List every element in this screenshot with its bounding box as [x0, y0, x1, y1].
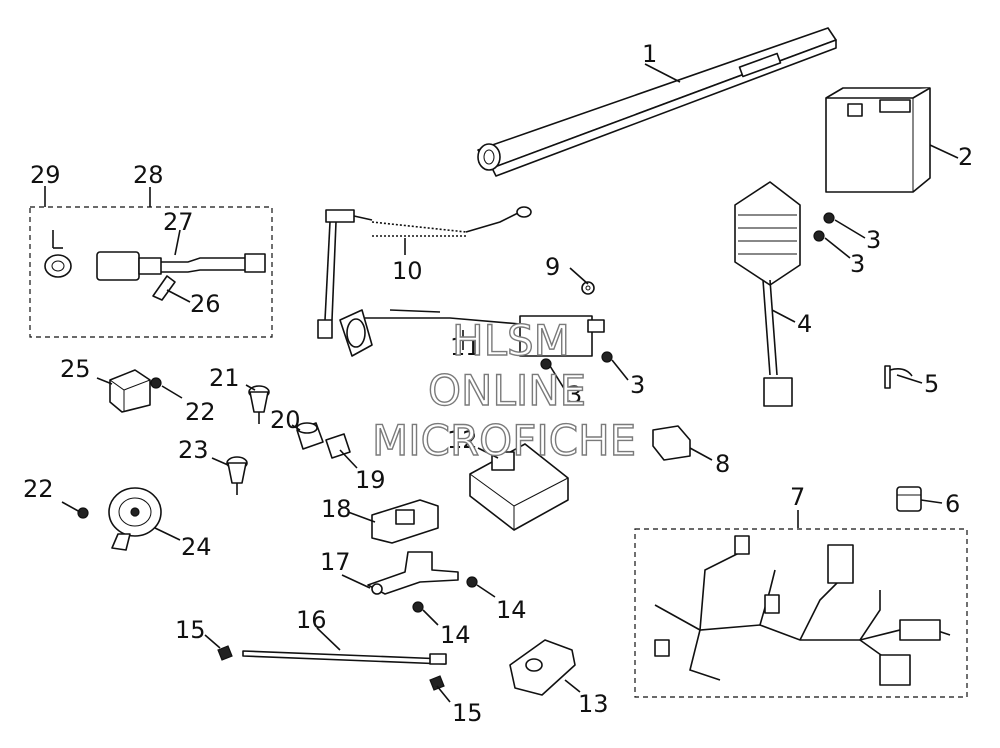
callout-16: 16: [296, 606, 327, 634]
part-19-fuse: [325, 433, 351, 459]
callout-12: 12: [447, 426, 478, 454]
callout-7: 7: [790, 483, 805, 511]
callout-13: 13: [578, 690, 609, 718]
part-6-relay: [896, 486, 922, 512]
callout-18: 18: [321, 495, 352, 523]
part-3-bolts: [540, 212, 835, 370]
part-20-fuse: [296, 422, 324, 450]
part-16-rod: [242, 650, 447, 665]
callout-22: 22: [23, 475, 54, 503]
part-27-switch: [96, 251, 266, 281]
part-1-bar: [477, 27, 837, 177]
callout-23: 23: [178, 436, 209, 464]
callout-15: 15: [452, 699, 483, 727]
callout-21: 21: [209, 364, 240, 392]
part-26-cover: [152, 275, 176, 301]
part-29-key: [44, 230, 72, 278]
callout-11: 11: [450, 333, 481, 361]
part-14-bolts: [412, 576, 478, 613]
callout-17: 17: [320, 548, 351, 576]
part-22-bolts: [77, 377, 162, 519]
part-28-group-box: [29, 206, 273, 338]
callout-10: 10: [392, 257, 423, 285]
part-4-regulator: [734, 181, 801, 407]
part-25-relay: [109, 369, 151, 413]
part-15-clips: [217, 645, 445, 691]
callout-3: 3: [866, 226, 881, 254]
part-13-clip: [509, 639, 576, 696]
watermark: HLSM ONLINE MICROFICHE: [371, 315, 637, 465]
part-23-fuse: [226, 456, 248, 495]
callout-28: 28: [133, 161, 164, 189]
part-17-bracket: [367, 551, 459, 595]
watermark-line-3: MICROFICHE: [372, 416, 636, 465]
part-2-battery: [825, 87, 931, 193]
part-10-coil-cable: [317, 206, 532, 339]
callout-3: 3: [850, 250, 865, 278]
callout-4: 4: [797, 310, 812, 338]
callout-3: 3: [567, 381, 582, 409]
callout-22: 22: [185, 398, 216, 426]
part-11-socket: [339, 309, 605, 357]
callouts: 1 2 3 3 3 3 4 5 6 7 8 9 10 11 12 13 14 1…: [23, 40, 973, 727]
watermark-line-2: ONLINE: [428, 366, 586, 415]
callout-29: 29: [30, 161, 61, 189]
part-21-fuse: [248, 385, 270, 424]
callout-27: 27: [163, 208, 194, 236]
part-12-module: [469, 443, 569, 531]
callout-6: 6: [945, 490, 960, 518]
callout-1: 1: [642, 40, 657, 68]
callout-3: 3: [630, 371, 645, 399]
callout-24: 24: [181, 533, 212, 561]
callout-2: 2: [958, 143, 973, 171]
part-24-horn: [108, 487, 162, 551]
part-5-sensor: [884, 365, 913, 389]
callout-15: 15: [175, 616, 206, 644]
part-9-nut: [581, 281, 595, 295]
callout-14: 14: [440, 621, 471, 649]
part-7-harness: [634, 528, 968, 698]
callout-25: 25: [60, 355, 91, 383]
callout-19: 19: [355, 466, 386, 494]
watermark-line-1: HLSM: [452, 316, 570, 365]
callout-26: 26: [190, 290, 221, 318]
leader-lines: [44, 63, 959, 703]
callout-5: 5: [924, 370, 939, 398]
callout-8: 8: [715, 450, 730, 478]
callout-20: 20: [270, 406, 301, 434]
part-18-holder: [371, 499, 439, 544]
callout-9: 9: [545, 253, 560, 281]
callout-14: 14: [496, 596, 527, 624]
part-8-relay: [652, 425, 691, 461]
